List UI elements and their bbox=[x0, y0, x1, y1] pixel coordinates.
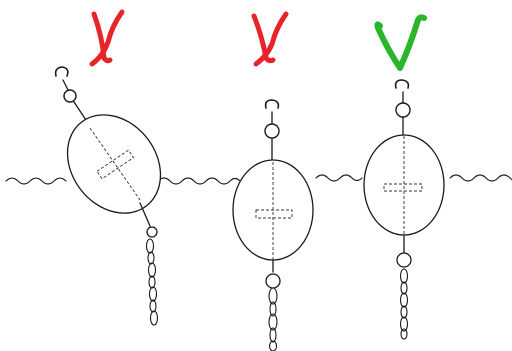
chain bbox=[269, 288, 277, 351]
check-mark-icon bbox=[377, 17, 424, 68]
buoy-body bbox=[48, 96, 179, 231]
chain bbox=[401, 269, 408, 339]
hook-ring bbox=[396, 103, 410, 117]
bottom-ring bbox=[266, 274, 280, 288]
swivel-hook bbox=[266, 100, 279, 108]
buoy-body bbox=[364, 135, 444, 235]
bottom-ring bbox=[397, 253, 411, 267]
buoy-correct bbox=[364, 80, 444, 339]
swivel-hook bbox=[56, 67, 68, 76]
cross-mark-icon bbox=[254, 14, 286, 64]
buoy-tilted bbox=[48, 67, 179, 325]
hook-ring bbox=[265, 124, 279, 138]
buoy-low bbox=[233, 100, 313, 351]
top-rod bbox=[63, 80, 68, 90]
chain bbox=[147, 239, 158, 325]
bottom-ring bbox=[147, 227, 157, 237]
swivel-hook bbox=[396, 80, 409, 88]
cross-mark-icon bbox=[92, 12, 122, 64]
hook-ring bbox=[64, 90, 76, 102]
